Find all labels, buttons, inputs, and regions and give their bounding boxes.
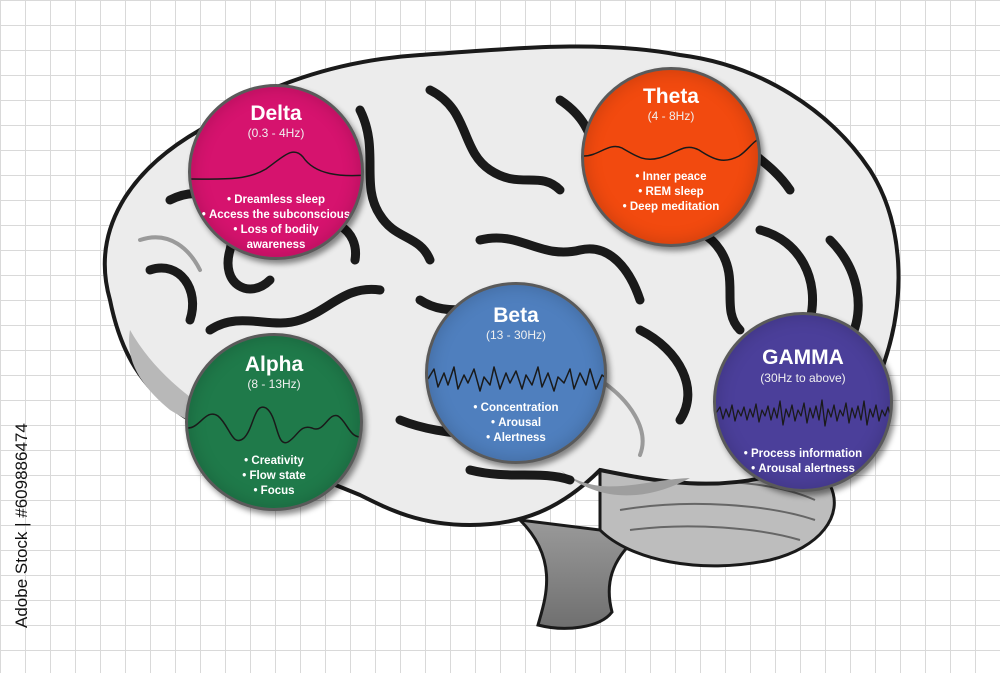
theta-wave-circle: Theta (4 - 8Hz) Inner peace REM sleep De… — [581, 67, 761, 247]
beta-title: Beta — [493, 304, 539, 327]
theta-title: Theta — [642, 85, 699, 108]
alpha-bullets: Creativity Flow state Focus — [188, 454, 360, 499]
alpha-title: Alpha — [244, 353, 304, 376]
theta-waveform — [584, 138, 758, 162]
alpha-bullet: Creativity — [188, 454, 360, 469]
alpha-bullet: Focus — [188, 484, 360, 499]
gamma-bullet: Process information — [716, 447, 890, 462]
delta-bullet: Loss of bodily — [191, 223, 361, 238]
gamma-bullet: Arousal alertness — [716, 462, 890, 477]
beta-wave-circle: Beta (13 - 30Hz) Concentration Arousal A… — [425, 282, 607, 464]
delta-bullets: Dreamless sleep Access the subconscious … — [191, 193, 361, 253]
delta-bullet: Access the subconscious — [191, 208, 361, 223]
theta-bullets: Inner peace REM sleep Deep meditation — [584, 170, 758, 215]
beta-waveform — [428, 366, 604, 392]
delta-bullet: awareness — [246, 239, 306, 251]
theta-bullet: REM sleep — [584, 185, 758, 200]
alpha-range: (8 - 13Hz) — [247, 377, 301, 391]
beta-bullet: Alertness — [428, 431, 604, 446]
theta-bullet: Deep meditation — [584, 200, 758, 215]
gamma-bullets: Process information Arousal alertness — [716, 447, 890, 477]
alpha-waveform — [188, 406, 360, 444]
delta-range: (0.3 - 4Hz) — [247, 126, 305, 140]
beta-bullets: Concentration Arousal Alertness — [428, 401, 604, 446]
alpha-wave-circle: Alpha (8 - 13Hz) Creativity Flow state F… — [185, 333, 363, 511]
delta-title: Delta — [250, 102, 302, 125]
brain-stem — [515, 517, 644, 630]
beta-range: (13 - 30Hz) — [485, 328, 547, 342]
theta-bullet: Inner peace — [584, 170, 758, 185]
gamma-range: (30Hz to above) — [760, 371, 846, 385]
alpha-bullet: Flow state — [188, 469, 360, 484]
delta-wave-circle: Delta (0.3 - 4Hz) Dreamless sleep Access… — [188, 84, 364, 260]
gamma-title: GAMMA — [762, 346, 844, 369]
delta-waveform — [191, 151, 361, 180]
delta-bullet: Dreamless sleep — [191, 193, 361, 208]
gamma-wave-circle: GAMMA (30Hz to above) Process informatio… — [713, 312, 893, 492]
gamma-waveform — [716, 399, 890, 427]
beta-bullet: Concentration — [428, 401, 604, 416]
beta-bullet: Arousal — [428, 416, 604, 431]
stock-id-watermark: Adobe Stock | #609886474 — [12, 423, 31, 628]
theta-range: (4 - 8Hz) — [647, 109, 695, 123]
